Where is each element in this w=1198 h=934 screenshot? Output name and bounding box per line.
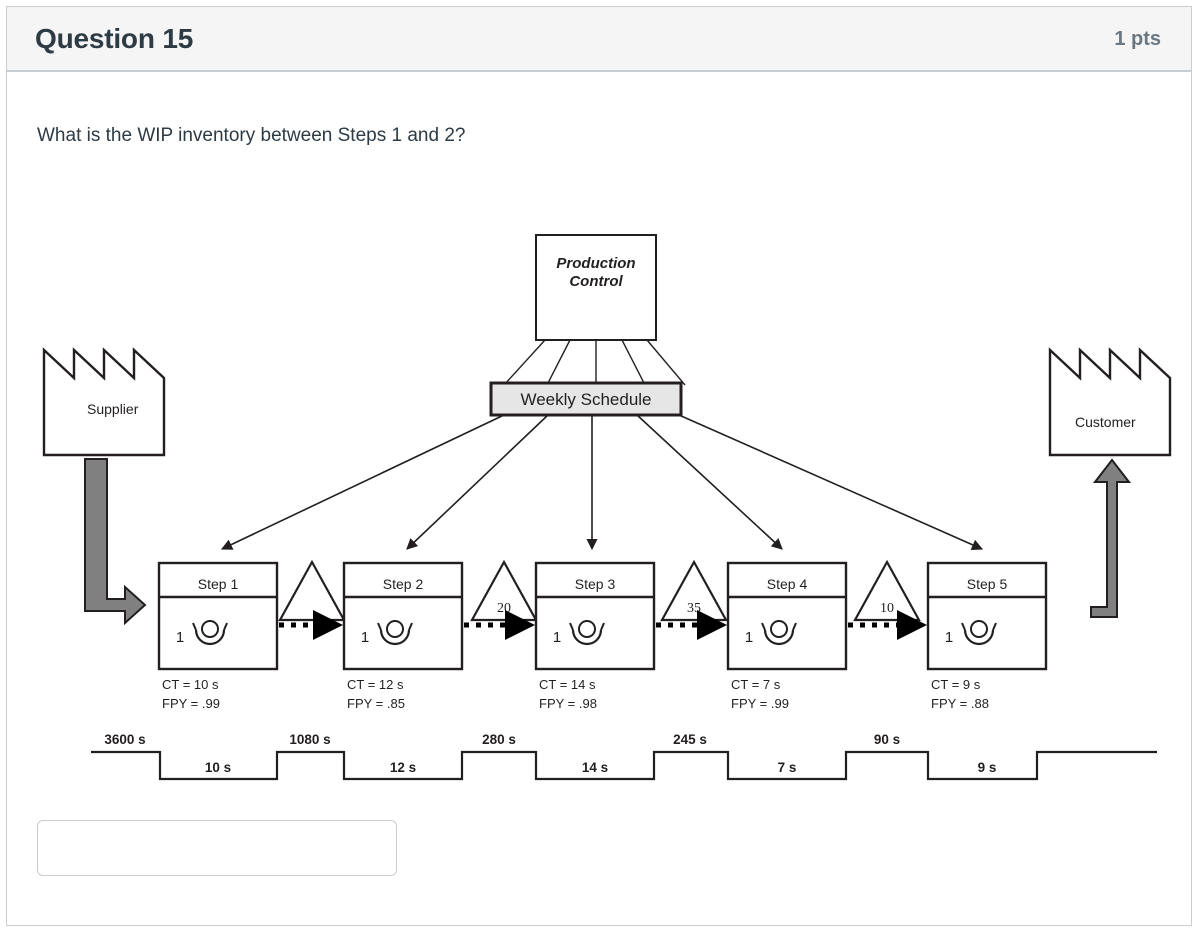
inventory-triangle-0 [278,559,346,622]
process-step-5-name: Step 5 [967,576,1008,592]
process-step-3: Step 3 1 CT = 14 s FPY = .98 [534,561,656,711]
lead-time-1: 1080 s [289,732,330,747]
question-header: Question 15 1 pts [7,7,1191,72]
page-title: Question 15 [35,23,194,54]
process-time-3: 7 s [778,760,797,775]
process-step-1-name: Step 1 [198,576,239,592]
process-step-1: Step 1 1 CT = 10 s FPY = .99 [157,561,279,711]
operator-icon [569,620,605,646]
process-step-2-fpy: FPY = .85 [347,696,405,711]
process-time-4: 9 s [978,760,997,775]
process-step-4-ct: CT = 7 s [731,677,781,692]
weekly-schedule-banner: Weekly Schedule [489,381,683,417]
inventory-triangle-2: 35 [660,559,728,622]
operator-icon [761,620,797,646]
lead-time-2: 280 s [482,732,516,747]
schedule-arrow-step4 [636,414,783,550]
supplier-label: Supplier [87,401,139,417]
process-step-4-operators: 1 [745,629,753,646]
process-step-1-operators: 1 [176,629,184,646]
process-step-2-operators: 1 [361,629,369,646]
process-step-3-name: Step 3 [575,576,616,592]
inventory-triangle-2-label: 35 [687,601,701,616]
process-time-2: 14 s [582,760,608,775]
schedule-arrow-step2 [406,414,549,550]
process-step-2-name: Step 2 [383,576,424,592]
supplier-material-arrow [84,458,147,626]
process-step-1-ct: CT = 10 s [162,677,219,692]
timeline-lead-times: 3600 s 1080 s 280 s 245 s 90 s [104,732,900,747]
process-step-3-fpy: FPY = .98 [539,696,597,711]
inventory-triangle-3-label: 10 [880,601,894,616]
customer-shipping-arrow [1090,458,1132,618]
production-control-line1: Production [556,255,635,272]
operator-icon [961,620,997,646]
inventory-triangle-1: 20 [470,559,538,622]
process-step-2: Step 2 1 CT = 12 s FPY = .85 [342,561,464,711]
operator-icon [377,620,413,646]
customer-factory-icon: Customer [1048,347,1172,457]
process-step-4-fpy: FPY = .99 [731,696,789,711]
lead-time-4: 90 s [874,732,900,747]
process-step-3-operators: 1 [553,629,561,646]
process-step-5-operators: 1 [945,629,953,646]
process-step-3-ct: CT = 14 s [539,677,596,692]
production-control-line2: Control [569,273,623,290]
points-badge: 1 pts [1114,28,1161,50]
lead-time-3: 245 s [673,732,707,747]
schedule-arrow-step5 [678,414,984,551]
control-to-schedule-lines [503,339,686,386]
customer-label: Customer [1075,414,1136,430]
process-step-4: Step 4 1 CT = 7 s FPY = .99 [726,561,848,711]
lead-time-0: 3600 s [104,732,145,747]
production-control-box: Production Control [535,234,657,341]
timeline-process-times: 10 s 12 s 14 s 7 s 9 s [205,760,997,775]
process-time-1: 12 s [390,760,416,775]
schedule-arrows [220,414,984,551]
inventory-triangle-3: 10 [853,559,921,622]
weekly-schedule-label: Weekly Schedule [520,390,651,409]
question-card: Question 15 1 pts What is the WIP invent… [6,6,1192,926]
process-step-4-name: Step 4 [767,576,808,592]
answer-input[interactable] [37,820,397,876]
operator-icon [192,620,228,646]
supplier-factory-icon: Supplier [42,347,166,457]
process-step-5: Step 5 1 CT = 9 s FPY = .88 [926,561,1048,711]
process-time-0: 10 s [205,760,231,775]
value-stream-map: Production Control Weekly Schedule [7,72,1193,812]
inventory-triangle-1-label: 20 [497,601,511,616]
schedule-arrow-step1 [220,414,505,550]
process-step-5-fpy: FPY = .88 [931,696,989,711]
timeline-ladder [91,750,1157,781]
process-step-5-ct: CT = 9 s [931,677,981,692]
question-prompt: What is the WIP inventory between Steps … [37,125,466,146]
process-step-2-ct: CT = 12 s [347,677,404,692]
process-step-1-fpy: FPY = .99 [162,696,220,711]
